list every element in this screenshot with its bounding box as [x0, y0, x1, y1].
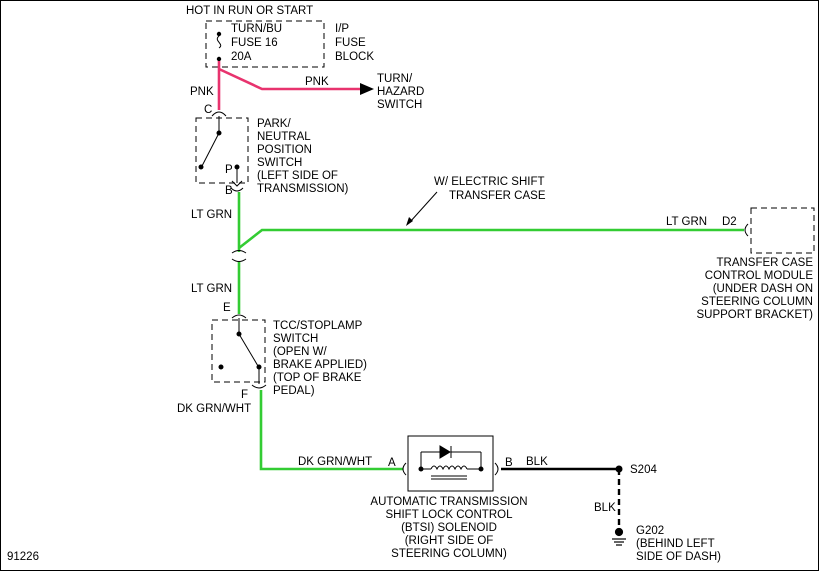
tcc-switch-label-3: (OPEN W/ [273, 346, 327, 358]
park-switch-pin-c: C [204, 104, 212, 116]
solenoid-pin-a: A [388, 457, 396, 469]
solenoid-label-3: (BTSI) SOLENOID [401, 522, 497, 534]
solenoid-label-2: SHIFT LOCK CONTROL [386, 509, 514, 521]
transfer-module-label-5: SUPPORT BRACKET) [696, 309, 813, 321]
tcc-switch-label-5: (TOP OF BRAKE [273, 372, 362, 384]
park-switch-label-6: TRANSMISSION) [257, 183, 349, 195]
dk-grn-wht-label-2: DK GRN/WHT [298, 456, 372, 468]
lt-grn-label-3: LT GRN [666, 216, 707, 228]
electric-shift-label-1: W/ ELECTRIC SHIFT [434, 176, 545, 188]
turn-hazard-switch-label-2: HAZARD [377, 86, 424, 98]
park-switch-box [195, 117, 249, 184]
fuse-name: TURN/BU [231, 23, 282, 35]
park-switch-label-4: SWITCH [257, 157, 302, 169]
turn-hazard-switch-label-3: SWITCH [377, 99, 422, 111]
fuse-block-label-3: BLOCK [335, 51, 374, 63]
connector-e-icon [231, 314, 247, 319]
connector-d2-icon [744, 223, 749, 237]
lt-grn-label-1: LT GRN [191, 209, 232, 221]
transfer-module-label-3: (UNDER DASH ON [713, 283, 813, 295]
park-switch-pin-p: P [225, 164, 233, 176]
park-switch-label-3: POSITION [257, 144, 312, 156]
tcc-switch-label-6: PEDAL) [273, 385, 315, 397]
fuse-rating: 20A [231, 51, 252, 63]
ground-location-2: SIDE OF DASH) [636, 551, 721, 563]
ground-location-1: (BEHIND LEFT [636, 538, 715, 550]
tcc-switch-pin-f: F [241, 389, 248, 401]
fuse-number: FUSE 16 [231, 37, 278, 49]
transfer-module-label-1: TRANSFER CASE [717, 257, 814, 269]
tcc-switch-box [211, 319, 266, 383]
transfer-module-label-4: STEERING COLUMN [701, 296, 813, 308]
transfer-module-box [750, 207, 815, 254]
blk-label-1: BLK [526, 456, 548, 468]
pnk-wire-label-right: PNK [305, 76, 329, 88]
park-switch-icon [198, 116, 240, 183]
electric-shift-arrow-icon [406, 217, 413, 226]
tcc-switch-label-4: BRAKE APPLIED) [273, 359, 367, 371]
figure-id: 91226 [7, 551, 39, 563]
solenoid-label-4: (RIGHT SIDE OF [405, 535, 494, 547]
tcc-switch-icon [218, 318, 262, 384]
connector-b2-icon [494, 462, 499, 476]
lt-grn-label-2: LT GRN [191, 283, 232, 295]
turn-hazard-switch-label-1: TURN/ [377, 73, 413, 85]
dk-grn-wht-label-1: DK GRN/WHT [177, 403, 251, 415]
park-switch-label-2: NEUTRAL [257, 131, 311, 143]
transfer-module-label-2: CONTROL MODULE [705, 270, 814, 282]
connector-a-icon [402, 462, 407, 476]
electric-shift-pointer [409, 191, 438, 223]
blk-label-2: BLK [594, 502, 616, 514]
solenoid-pin-b: B [505, 457, 513, 469]
tcc-switch-label-1: TCC/STOPLAMP [273, 320, 363, 332]
park-switch-pin-b: B [225, 185, 233, 197]
tcc-switch-label-2: SWITCH [273, 333, 318, 345]
park-switch-label-1: PARK/ [257, 118, 291, 130]
splice-label: S204 [630, 464, 657, 476]
park-switch-label-5: (LEFT SIDE OF [257, 170, 338, 182]
fuse-block-label-2: FUSE [335, 37, 366, 49]
connector-b-icon [230, 187, 244, 192]
electric-shift-label-2: TRANSFER CASE [449, 190, 546, 202]
hot-in-run-label: HOT IN RUN OR START [186, 5, 313, 17]
lt-grn-wire [237, 192, 744, 314]
fuse-block-label-1: I/P [335, 23, 349, 35]
pnk-wire [217, 61, 362, 110]
solenoid-box [407, 435, 494, 492]
solenoid-label-5: STEERING COLUMN) [391, 548, 507, 560]
connector-c-icon [211, 111, 227, 117]
splice-icon [615, 465, 623, 473]
dk-grn-wht-wire [259, 390, 403, 471]
solenoid-icon [418, 445, 484, 480]
solenoid-label-1: AUTOMATIC TRANSMISSION [370, 496, 527, 508]
ground-icon [612, 527, 626, 546]
inline-connector-icon [231, 250, 247, 262]
turn-switch-arrow-icon [360, 83, 374, 95]
connector-p-icon [231, 180, 243, 187]
connector-f-icon [251, 384, 267, 389]
transfer-module-pin-d2: D2 [722, 216, 737, 228]
ground-label: G202 [636, 525, 664, 537]
pnk-wire-label-left: PNK [190, 86, 214, 98]
fuse-icon [216, 31, 222, 62]
tcc-switch-pin-e: E [223, 302, 231, 314]
fuse-block-box [205, 20, 325, 68]
